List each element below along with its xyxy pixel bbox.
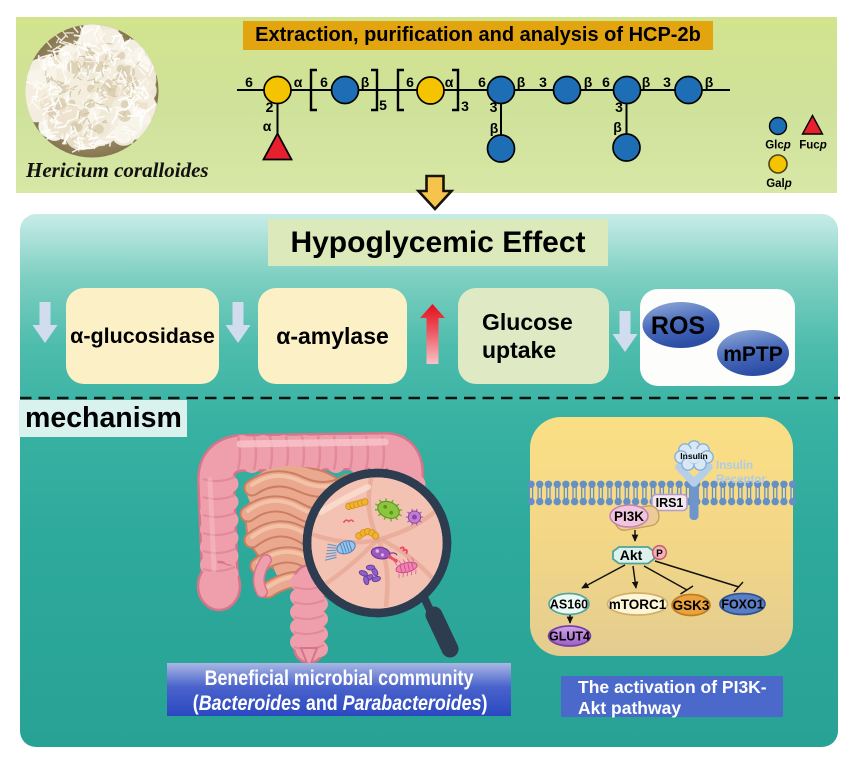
svg-text:Insulin: Insulin — [680, 451, 707, 461]
svg-text:PI3K: PI3K — [614, 509, 644, 524]
svg-text:α: α — [263, 118, 272, 134]
svg-text:3: 3 — [490, 99, 498, 115]
svg-text:Receptor: Receptor — [716, 474, 766, 486]
svg-text:Insulin: Insulin — [716, 460, 753, 472]
svg-text:β: β — [613, 119, 622, 135]
svg-text:6: 6 — [478, 74, 486, 90]
svg-text:β: β — [361, 74, 370, 90]
svg-text:IRS1: IRS1 — [656, 496, 684, 510]
svg-text:Galp: Galp — [766, 178, 792, 190]
svg-text:α: α — [445, 74, 454, 90]
svg-text:Akt: Akt — [620, 547, 643, 563]
svg-text:AS160: AS160 — [550, 598, 588, 612]
svg-text:FOXO1: FOXO1 — [721, 598, 763, 612]
svg-text:α: α — [294, 74, 303, 90]
svg-text:mPTP: mPTP — [723, 343, 783, 366]
svg-text:3: 3 — [461, 98, 469, 114]
svg-text:GSK3: GSK3 — [673, 598, 710, 613]
svg-text:ROS: ROS — [651, 312, 705, 340]
svg-text:β: β — [705, 74, 714, 90]
svg-text:β: β — [490, 120, 499, 136]
svg-text:P: P — [656, 549, 663, 560]
svg-text:Fucp: Fucp — [799, 140, 826, 152]
svg-text:β: β — [584, 74, 593, 90]
svg-text:3: 3 — [615, 99, 623, 115]
svg-text:Glcp: Glcp — [765, 140, 791, 152]
svg-text:6: 6 — [602, 74, 610, 90]
svg-text:5: 5 — [379, 97, 387, 113]
svg-text:β: β — [642, 74, 651, 90]
svg-text:β: β — [517, 74, 526, 90]
svg-text:6: 6 — [245, 74, 253, 90]
svg-text:6: 6 — [320, 74, 328, 90]
svg-text:mTORC1: mTORC1 — [609, 597, 667, 612]
svg-text:3: 3 — [539, 74, 547, 90]
svg-text:2: 2 — [266, 99, 274, 115]
svg-text:GLUT4: GLUT4 — [549, 630, 590, 644]
svg-text:3: 3 — [663, 74, 671, 90]
svg-text:6: 6 — [406, 74, 414, 90]
